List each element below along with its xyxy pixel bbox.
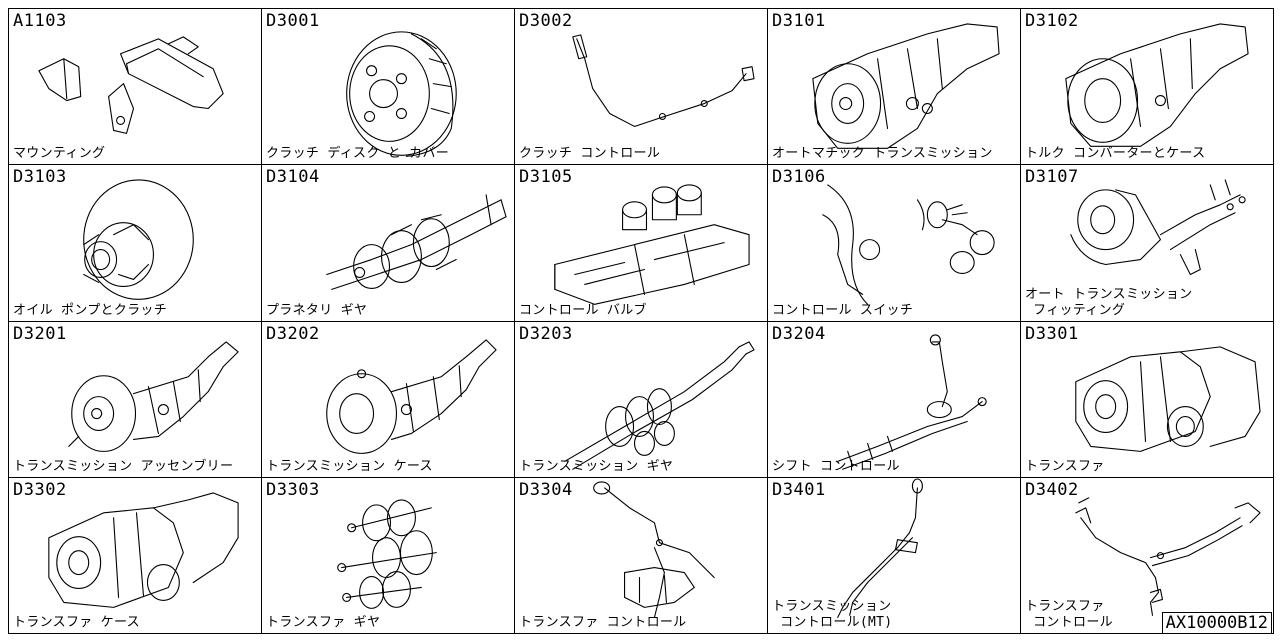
- control-valve-icon: [554, 184, 750, 306]
- part-code: D3202: [266, 323, 320, 344]
- catalog-cell-d3104[interactable]: D3104 プラネタリ ギヤ: [262, 165, 515, 322]
- catalog-cell-a1103[interactable]: A1103 マウンティング: [9, 9, 262, 166]
- part-code: D3201: [13, 323, 67, 344]
- part-label: オイル ポンプとクラッチ: [13, 302, 168, 318]
- catalog-cell-d3002[interactable]: D3002 クラッチ コントロール: [515, 9, 768, 166]
- part-label: トランスファ ケース: [13, 615, 140, 630]
- catalog-cell-d3107[interactable]: D3107 オート トランスミッション フィッティング: [1021, 165, 1274, 322]
- transmission-gear-icon: [564, 340, 755, 470]
- mt-control-icon: [837, 478, 923, 618]
- part-code: D3001: [266, 11, 320, 31]
- part-label: トランスファ コントロール: [1025, 599, 1113, 630]
- control-switch-icon: [822, 184, 995, 306]
- part-code: D3402: [1025, 479, 1079, 500]
- part-label: オートマチック トランスミッション: [772, 146, 993, 162]
- catalog-cell-d3302[interactable]: D3302 トランスファ ケース: [9, 477, 262, 634]
- planetary-gear-icon: [326, 194, 507, 291]
- part-code: D3106: [772, 167, 826, 188]
- oil-pump-icon: [83, 179, 194, 301]
- transfer-linkage-icon: [1075, 497, 1261, 616]
- shift-lever-icon: [837, 333, 987, 470]
- transfer-control-icon: [593, 481, 715, 618]
- mounting-bracket-icon: [38, 36, 224, 134]
- part-code: D3303: [266, 479, 320, 500]
- part-code: D3302: [13, 479, 67, 500]
- part-label: トルク コンバーターとケース: [1025, 146, 1206, 162]
- part-code: D3103: [13, 167, 67, 188]
- catalog-cell-d3102[interactable]: D3102 トルク コンバーターとケース: [1021, 9, 1274, 166]
- part-code: A1103: [13, 11, 67, 31]
- catalog-cell-d3106[interactable]: D3106 コントロール スイッチ: [768, 165, 1021, 322]
- torque-converter-case-icon: [1065, 23, 1249, 147]
- catalog-cell-d3103[interactable]: D3103 オイル ポンプとクラッチ: [9, 165, 262, 322]
- part-code: D3204: [772, 323, 826, 344]
- part-label: トランスファ コントロール: [519, 615, 687, 630]
- at-fitting-icon: [1070, 179, 1246, 276]
- automatic-transmission-icon: [812, 23, 1000, 149]
- part-label: シフト コントロール: [772, 458, 900, 474]
- catalog-cell-d3401[interactable]: D3401 トランスミッション コントロール(MT): [768, 477, 1021, 634]
- part-label: マウンティング: [13, 146, 106, 162]
- part-label: トランスファ: [1025, 458, 1105, 474]
- catalog-cell-d3402[interactable]: D3402 トランスファ コントロール: [1021, 477, 1274, 634]
- part-label: トランスミッション アッセンブリー: [13, 458, 234, 474]
- catalog-cell-d3304[interactable]: D3304 トランスファ コントロール: [515, 477, 768, 634]
- catalog-cell-d3203[interactable]: D3203 トランスミッション ギヤ: [515, 321, 768, 478]
- part-label: トランスミッション コントロール(MT): [772, 599, 893, 630]
- catalog-cell-d3204[interactable]: D3204 シフト コントロール: [768, 321, 1021, 478]
- catalog-cell-d3105[interactable]: D3105 コントロール バルブ: [515, 165, 768, 322]
- part-label: コントロール バルブ: [519, 302, 647, 318]
- part-code: D3304: [519, 479, 573, 500]
- part-code: D3203: [519, 323, 573, 344]
- part-code: D3401: [772, 479, 826, 500]
- catalog-cell-d3303[interactable]: D3303 トランスファ ギヤ: [262, 477, 515, 634]
- transfer-case-icon: [48, 492, 239, 608]
- clutch-disc-icon: [346, 31, 457, 157]
- catalog-cell-d3001[interactable]: D3001 クラッチ ディスク と カバー: [262, 9, 515, 166]
- part-code: D3107: [1025, 167, 1079, 188]
- part-code: D3102: [1025, 11, 1079, 31]
- catalog-cell-d3101[interactable]: D3101 オートマチック トランスミッション: [768, 9, 1021, 166]
- part-label: プラネタリ ギヤ: [266, 302, 368, 318]
- clutch-cable-icon: [572, 34, 755, 127]
- parts-catalog-grid: A1103 マウンティング D3001 クラッチ ディスク と カバー D3002 クラッ…: [8, 8, 1274, 634]
- transfer-gear-icon: [337, 499, 437, 609]
- transmission-assembly-icon: [68, 340, 239, 452]
- reference-code: AX10000B12: [1161, 612, 1272, 634]
- part-label: トランスファ ギヤ: [266, 615, 381, 630]
- transmission-case-icon: [326, 338, 497, 454]
- part-label: トランスミッション ケース: [266, 458, 433, 474]
- part-label: クラッチ ディスク と カバー: [266, 146, 450, 162]
- part-code: D3002: [519, 11, 573, 31]
- part-label: トランスミッション ギヤ: [519, 458, 674, 474]
- part-code: D3104: [266, 167, 320, 188]
- part-code: D3301: [1025, 323, 1079, 344]
- catalog-cell-d3301[interactable]: D3301 トランスファ: [1021, 321, 1274, 478]
- part-label: クラッチ コントロール: [519, 146, 661, 162]
- part-code: D3105: [519, 167, 573, 188]
- transfer-icon: [1075, 345, 1261, 452]
- part-label: コントロール スイッチ: [772, 302, 914, 318]
- catalog-cell-d3201[interactable]: D3201 トランスミッション アッセンブリー: [9, 321, 262, 478]
- catalog-cell-d3202[interactable]: D3202 トランスミッション ケース: [262, 321, 515, 478]
- part-code: D3101: [772, 11, 826, 31]
- part-label: オート トランスミッション フィッティング: [1025, 286, 1193, 318]
